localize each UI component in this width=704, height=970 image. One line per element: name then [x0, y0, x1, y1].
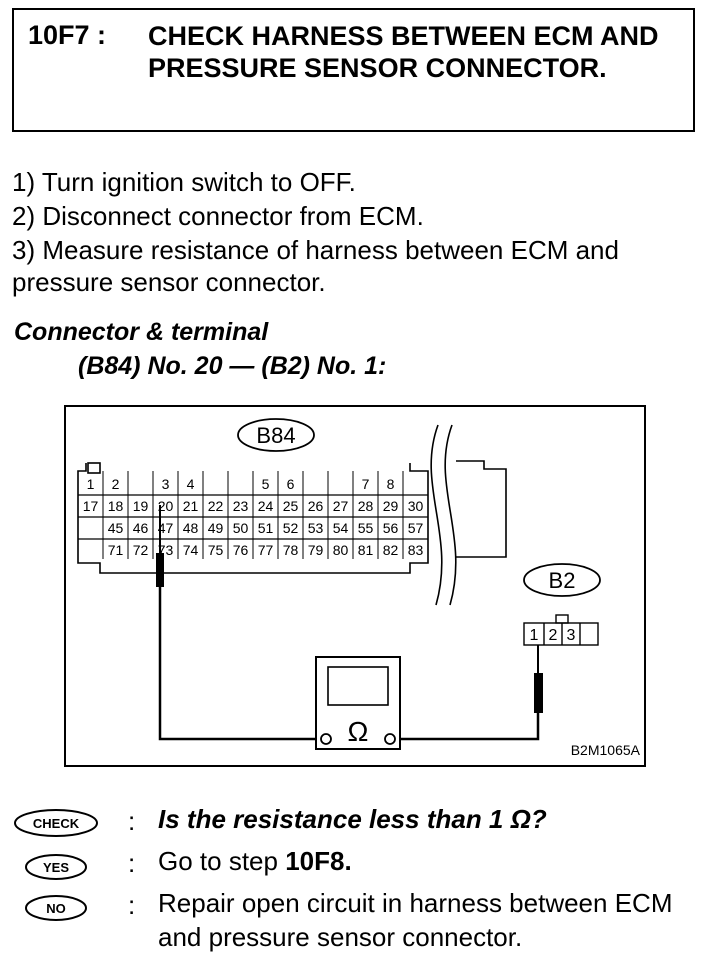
- ecm-terminal: 57: [408, 520, 424, 536]
- no-badge-label: NO: [46, 901, 66, 916]
- ecm-terminal: 53: [308, 520, 324, 536]
- ecm-terminal: 7: [362, 476, 370, 492]
- step-2: 2) Disconnect connector from ECM.: [12, 201, 424, 231]
- ecm-connector-end: [456, 460, 507, 558]
- ecm-label: B84: [256, 423, 295, 448]
- ecm-terminal: 76: [233, 542, 249, 558]
- sensor-label: B2: [549, 568, 576, 593]
- ecm-terminal: 24: [258, 498, 274, 514]
- ecm-terminal: 52: [283, 520, 299, 536]
- ecm-terminal: 79: [308, 542, 324, 558]
- yes-separator: :: [128, 848, 136, 878]
- ecm-terminal: 72: [133, 542, 149, 558]
- ecm-terminal: 74: [183, 542, 199, 558]
- step-code: 10F7 :: [28, 20, 107, 50]
- ohm-symbol: Ω: [348, 716, 369, 747]
- ecm-terminal: 2: [112, 476, 120, 492]
- ecm-terminal: 1: [87, 476, 95, 492]
- check-badge-label: CHECK: [33, 816, 80, 831]
- ecm-terminal: 22: [208, 498, 224, 514]
- no-separator: :: [128, 890, 136, 920]
- ecm-terminal: 30: [408, 498, 424, 514]
- ecm-terminal: 4: [187, 476, 195, 492]
- no-badge: NO: [25, 895, 87, 921]
- step-3: 3) Measure resistance of harness between…: [12, 235, 619, 297]
- check-separator: :: [128, 806, 136, 836]
- ecm-terminal: 81: [358, 542, 374, 558]
- yes-badge: YES: [25, 854, 87, 880]
- yes-prefix: Go to step: [158, 846, 286, 876]
- ecm-terminal: 28: [358, 498, 374, 514]
- break-mark-1: [430, 424, 443, 606]
- step-title: CHECK HARNESS BETWEEN ECM AND PRESSURE S…: [148, 21, 659, 83]
- sensor-pin-1: 1: [530, 627, 539, 644]
- ecm-terminal: 45: [108, 520, 124, 536]
- ecm-terminal: 82: [383, 542, 399, 558]
- ecm-terminal: 21: [183, 498, 199, 514]
- ecm-terminal: 18: [108, 498, 124, 514]
- sensor-pin-2: 2: [549, 627, 558, 644]
- ecm-terminal: 51: [258, 520, 274, 536]
- no-answer: Repair open circuit in harness between E…: [158, 888, 673, 952]
- ecm-terminal: 49: [208, 520, 224, 536]
- check-question: Is the resistance less than 1 Ω?: [158, 804, 547, 834]
- ecm-terminal: 54: [333, 520, 349, 536]
- next-step-link: 10F8.: [285, 846, 352, 876]
- wire-ecm: [158, 587, 322, 741]
- ecm-terminal: 83: [408, 542, 424, 558]
- probe-sensor: [534, 673, 543, 713]
- connector-spec: (B84) No. 20 — (B2) No. 1:: [78, 352, 387, 380]
- ecm-terminal: 17: [83, 498, 99, 514]
- sensor-pin-3: 3: [567, 627, 576, 644]
- sensor-label-oval: [523, 563, 601, 597]
- ecm-terminal: 6: [287, 476, 295, 492]
- ecm-terminal: 5: [262, 476, 270, 492]
- ecm-connector-body: [77, 462, 429, 574]
- ecm-terminal: 27: [333, 498, 349, 514]
- ecm-terminal: 20: [158, 498, 174, 514]
- ecm-terminal: 48: [183, 520, 199, 536]
- ecm-terminal: 29: [383, 498, 399, 514]
- check-badge: CHECK: [14, 809, 98, 837]
- ecm-terminal: 23: [233, 498, 249, 514]
- probe-ecm: [156, 553, 164, 587]
- ecm-terminal: 55: [358, 520, 374, 536]
- ecm-terminal: 75: [208, 542, 224, 558]
- step-1: 1) Turn ignition switch to OFF.: [12, 167, 356, 197]
- yes-badge-label: YES: [43, 860, 69, 875]
- break-mark-2: [444, 424, 457, 606]
- ecm-terminal: 8: [387, 476, 395, 492]
- ecm-terminal: 56: [383, 520, 399, 536]
- ohmmeter: [315, 656, 401, 750]
- connector-heading: Connector & terminal: [14, 318, 269, 346]
- ecm-terminal: 78: [283, 542, 299, 558]
- ecm-label-oval: [237, 418, 315, 452]
- ecm-terminal: 3: [162, 476, 170, 492]
- ecm-terminal: 80: [333, 542, 349, 558]
- sensor-connector: [523, 622, 599, 646]
- ecm-terminal: 71: [108, 542, 124, 558]
- ecm-terminal: 19: [133, 498, 149, 514]
- wire-sensor: [394, 713, 540, 741]
- procedure-header: 10F7 : CHECK HARNESS BETWEEN ECM AND PRE…: [12, 8, 695, 132]
- figure-id: B2M1065A: [571, 742, 641, 758]
- ecm-terminal: 50: [233, 520, 249, 536]
- ecm-terminal: 47: [158, 520, 174, 536]
- ecm-terminal: 77: [258, 542, 274, 558]
- ecm-terminal: 26: [308, 498, 324, 514]
- yes-answer: Go to step 10F8.: [158, 844, 698, 878]
- ecm-terminal: 46: [133, 520, 149, 536]
- ecm-terminal: 25: [283, 498, 299, 514]
